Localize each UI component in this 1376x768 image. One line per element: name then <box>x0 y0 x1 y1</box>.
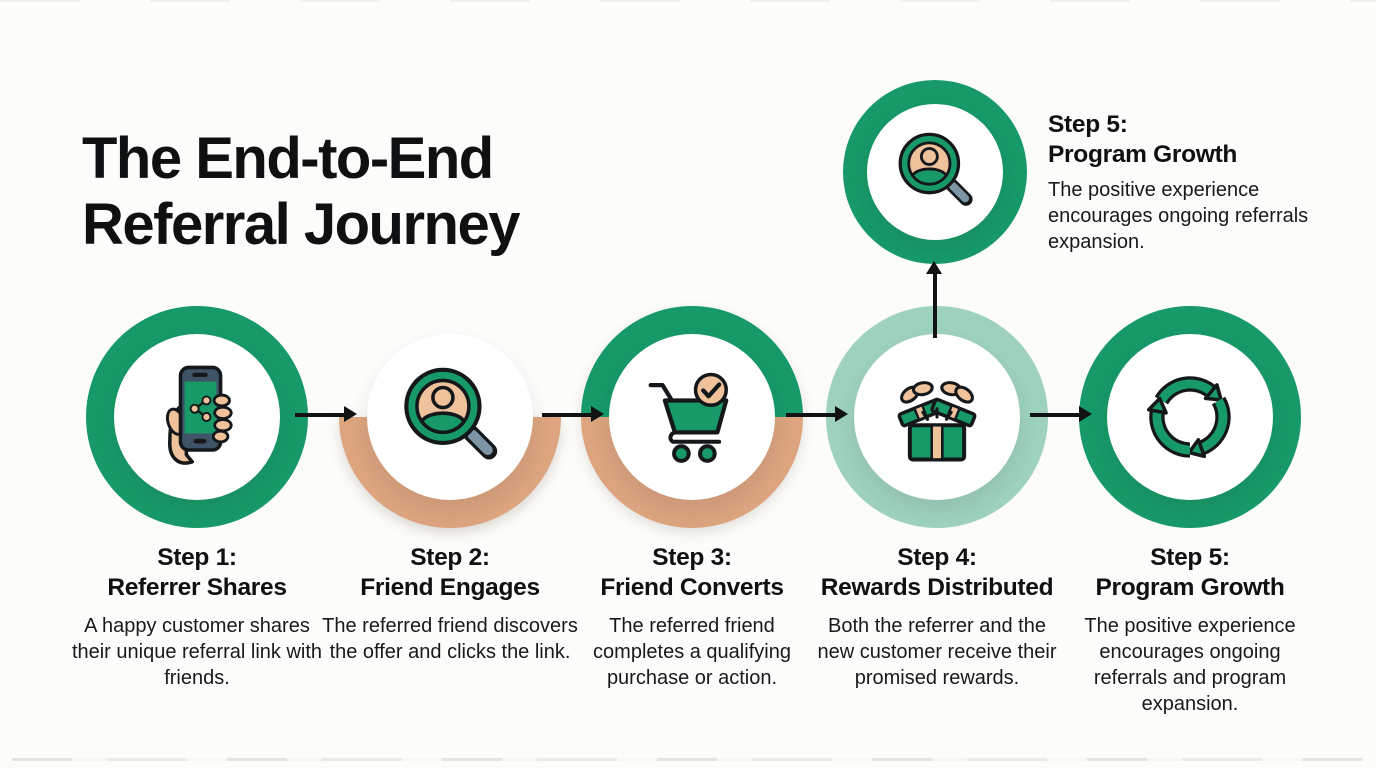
flow-arrow-2-3 <box>542 406 604 422</box>
title-line-2: Referral Journey <box>82 192 520 258</box>
branch-step-title: Program Growth <box>1048 141 1238 169</box>
branch-step-label: Step 5: <box>1048 111 1128 138</box>
magnifier-person-icon <box>888 125 982 219</box>
step-1-title: Referrer Shares <box>107 574 287 602</box>
step-node-2 <box>339 306 561 528</box>
step-1-label: Step 1: <box>157 544 237 571</box>
flow-arrow-4-5 <box>1030 406 1092 422</box>
step-2-title: Friend Engages <box>360 574 540 602</box>
hand-phone-share-icon <box>138 358 256 476</box>
page-title: The End-to-End Referral Journey <box>82 126 520 258</box>
step-5-label: Step 5: <box>1150 544 1230 571</box>
step-node-4 <box>826 306 1048 528</box>
step-4-label: Step 4: <box>897 544 977 571</box>
cart-check-icon <box>633 358 751 476</box>
title-line-1: The End-to-End <box>82 126 494 191</box>
edge-artifact-bottom <box>12 758 1364 761</box>
branch-step-text: Step 5: Program Growth The positive expe… <box>1048 110 1350 255</box>
branch-step-description: The positive experience encourages ongoi… <box>1048 178 1309 253</box>
step-node-5-face <box>1107 334 1273 500</box>
flow-arrow-1-2 <box>295 406 357 422</box>
step-3-label: Step 3: <box>652 544 732 571</box>
cycle-arrows-icon <box>1131 358 1249 476</box>
step-4-description: Both the referrer and the new customer r… <box>817 614 1057 689</box>
step-3-title: Friend Converts <box>600 574 784 602</box>
edge-artifact-top <box>0 0 1376 2</box>
step-5-description: The positive experience encourages ongoi… <box>1084 614 1296 715</box>
step-2-label: Step 2: <box>410 544 490 571</box>
step-text-4: Step 4: Rewards Distributed Both the ref… <box>807 543 1067 691</box>
step-1-description: A happy customer shares their unique ref… <box>71 614 323 689</box>
step-text-1: Step 1: Referrer Shares A happy customer… <box>67 543 327 691</box>
step-2-description: The referred friend discovers the offer … <box>322 614 578 663</box>
open-gift-icon <box>878 358 996 476</box>
step-node-3 <box>581 306 803 528</box>
flow-arrow-3-4 <box>786 406 848 422</box>
step-text-5: Step 5: Program Growth The positive expe… <box>1060 543 1320 717</box>
step-5-title: Program Growth <box>1095 574 1285 602</box>
step-3-description: The referred friend completes a qualifyi… <box>593 614 791 689</box>
step-text-2: Step 2: Friend Engages The referred frie… <box>320 543 580 665</box>
flow-arrow-4-branch <box>926 261 942 338</box>
step-node-1 <box>86 306 308 528</box>
step-text-3: Step 3: Friend Converts The referred fri… <box>562 543 822 691</box>
step-4-title: Rewards Distributed <box>820 574 1054 602</box>
branch-node-program-growth <box>843 80 1027 264</box>
step-node-5 <box>1079 306 1301 528</box>
magnifier-person-icon <box>391 358 509 476</box>
